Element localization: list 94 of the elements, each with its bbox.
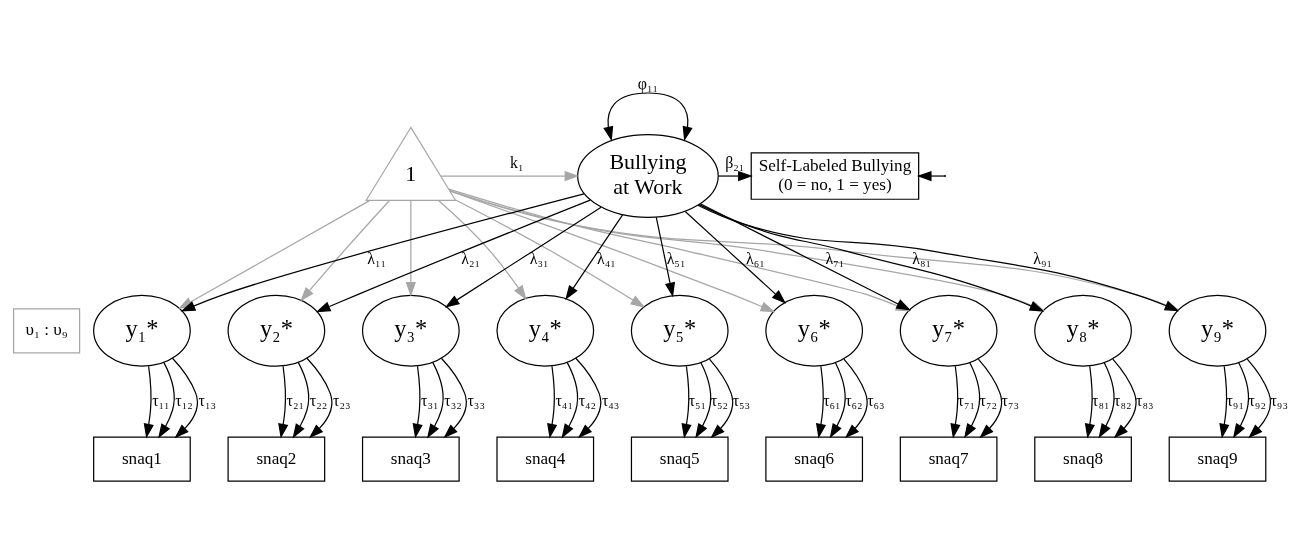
arrow bbox=[427, 361, 444, 438]
arrow bbox=[718, 170, 753, 181]
edge-label: τ₇₂ bbox=[979, 391, 998, 409]
edge-label: λ₂₁ bbox=[461, 249, 481, 267]
edge-label: λ₇₁ bbox=[825, 249, 845, 267]
node-ellipse: y₈* bbox=[1034, 294, 1132, 367]
node-box: snaq6 bbox=[765, 436, 864, 482]
edge-label: τ₇₁ bbox=[957, 391, 976, 409]
arrow bbox=[681, 365, 692, 438]
node-box: snaq7 bbox=[899, 436, 998, 482]
arrow bbox=[171, 357, 199, 438]
edge-label: β₂₁ bbox=[725, 153, 745, 171]
arrow bbox=[1246, 358, 1272, 438]
edge-label: τ₅₂ bbox=[710, 391, 729, 409]
node-box: snaq5 bbox=[630, 436, 729, 482]
node-box: snaq9 bbox=[1168, 436, 1267, 482]
arrow bbox=[655, 216, 676, 297]
arrow bbox=[708, 358, 734, 438]
edge-label: τ₇₃ bbox=[1001, 391, 1020, 409]
edge-label: τ₅₃ bbox=[732, 391, 751, 409]
arrow bbox=[440, 357, 467, 438]
edge-label: τ₁₂ bbox=[175, 391, 193, 409]
edge-label: τ₃₃ bbox=[467, 391, 485, 409]
edge-label: λ₄₁ bbox=[597, 249, 616, 267]
edge-label: τ₃₁ bbox=[421, 391, 439, 409]
edge-label: λ₈₁ bbox=[912, 249, 932, 267]
node-box: υ₁ : υ₉ bbox=[13, 307, 81, 353]
edge-label: τ₆₃ bbox=[867, 391, 885, 409]
node-ellipse: y₉* bbox=[1168, 294, 1267, 367]
arrow bbox=[916, 170, 945, 181]
edge-label: τ₆₂ bbox=[845, 391, 863, 409]
arrow bbox=[575, 357, 602, 438]
arrow bbox=[977, 358, 1003, 438]
arrow bbox=[143, 365, 154, 438]
arrow bbox=[437, 199, 527, 300]
edge-label: φ₁₁ bbox=[637, 74, 659, 92]
edge-label: λ₁₁ bbox=[367, 249, 386, 267]
arrow bbox=[315, 199, 591, 312]
edge-label: λ₅₁ bbox=[666, 249, 686, 267]
edge-label: τ₈₃ bbox=[1136, 391, 1154, 409]
node-box: snaq4 bbox=[496, 436, 595, 482]
arrow bbox=[603, 91, 693, 141]
arrow bbox=[950, 365, 961, 438]
arrow bbox=[815, 365, 827, 438]
edge-label: τ₈₂ bbox=[1114, 391, 1132, 409]
edge-label: τ₄₃ bbox=[601, 391, 620, 409]
arrow bbox=[306, 357, 333, 438]
edge-label: τ₄₁ bbox=[555, 391, 573, 409]
edge-label: k₁ bbox=[509, 153, 524, 171]
edge-label: λ₉₁ bbox=[1033, 249, 1053, 267]
edge-label: λ₃₁ bbox=[529, 249, 549, 267]
arrow bbox=[843, 358, 868, 438]
arrow bbox=[547, 365, 558, 438]
arrow bbox=[964, 361, 981, 438]
node-box: snaq3 bbox=[361, 436, 460, 482]
node-ellipse: Bullying at Work bbox=[577, 133, 719, 218]
node-box: snaq1 bbox=[93, 436, 191, 482]
node-ellipse: y₇* bbox=[899, 294, 998, 367]
arrow bbox=[1233, 361, 1250, 438]
arrow bbox=[695, 361, 712, 438]
node-ellipse: y₆* bbox=[765, 294, 864, 367]
edge-label: τ₉₂ bbox=[1248, 391, 1266, 409]
arrow bbox=[292, 361, 310, 438]
edge-label: τ₃₂ bbox=[444, 391, 462, 409]
arrow bbox=[444, 206, 602, 308]
arrow bbox=[440, 170, 580, 181]
edge-label: τ₁₃ bbox=[198, 391, 217, 409]
edge-label: τ₂₂ bbox=[309, 391, 328, 409]
arrow bbox=[1112, 358, 1137, 438]
arrow bbox=[405, 199, 416, 297]
arrow bbox=[565, 213, 624, 300]
node-ellipse: y₄* bbox=[496, 294, 595, 367]
node-ellipse: y₁* bbox=[93, 294, 191, 367]
edge-label: τ₅₁ bbox=[688, 391, 707, 409]
arrow bbox=[1219, 365, 1230, 438]
node-box: snaq8 bbox=[1034, 436, 1132, 482]
edge-label: λ₆₁ bbox=[746, 249, 765, 267]
arrow bbox=[684, 210, 787, 304]
node-box: snaq2 bbox=[227, 436, 326, 482]
edge-label: τ₁₁ bbox=[152, 391, 170, 409]
arrow bbox=[158, 361, 175, 438]
arrow bbox=[1084, 365, 1095, 438]
edge-label: τ₉₁ bbox=[1226, 391, 1244, 409]
edge-label: τ₉₃ bbox=[1270, 391, 1288, 409]
arrow bbox=[300, 199, 391, 301]
node-ellipse: y₂* bbox=[227, 294, 326, 367]
arrow bbox=[454, 198, 646, 308]
arrow bbox=[561, 361, 579, 438]
edge-label: τ₂₁ bbox=[286, 391, 305, 409]
arrow bbox=[278, 365, 289, 438]
arrow bbox=[412, 365, 423, 438]
edge-label: τ₄₂ bbox=[578, 391, 597, 409]
node-box: Self-Labeled Bullying (0 = no, 1 = yes) bbox=[750, 151, 920, 200]
edge-label: τ₂₃ bbox=[333, 391, 351, 409]
